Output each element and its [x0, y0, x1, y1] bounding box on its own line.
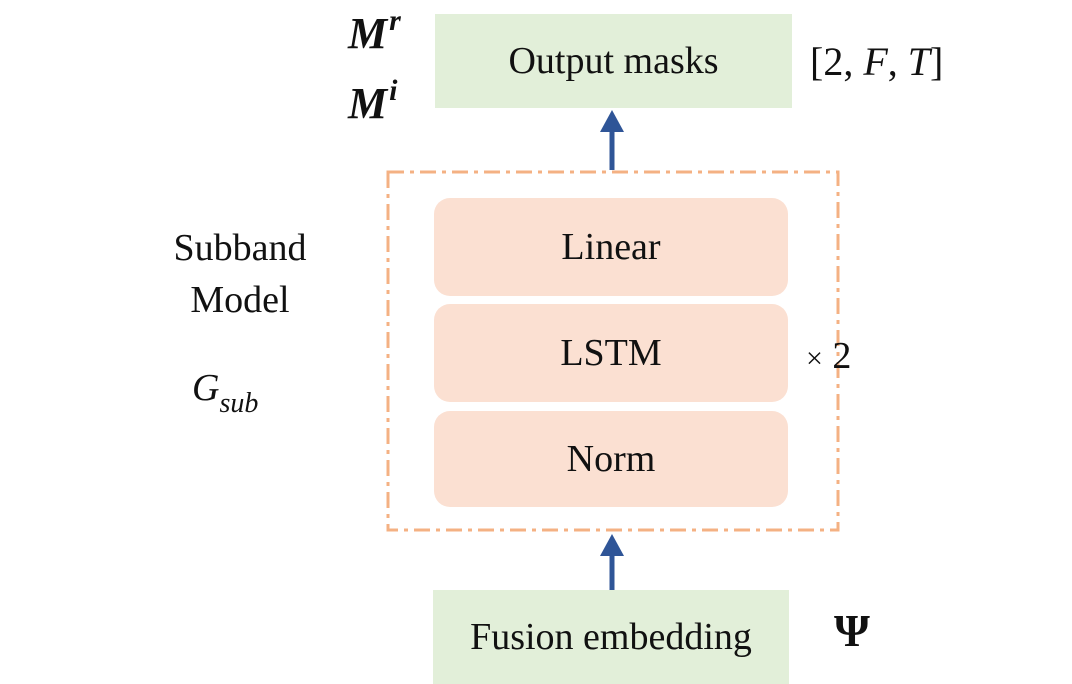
lstm-layer-box: LSTM	[434, 304, 788, 402]
lstm-layer-label: LSTM	[560, 332, 662, 374]
linear-layer-label: Linear	[561, 226, 661, 268]
arrow-up-to-subband	[600, 534, 624, 590]
arrow-up-to-output	[600, 110, 624, 170]
mask-imag-symbol: Mi	[348, 74, 398, 128]
mask-shape-label: [2, F, T]	[810, 39, 944, 84]
repeat-count-label: × 2	[806, 335, 852, 377]
fusion-embedding-box: Fusion embedding	[433, 590, 789, 684]
norm-layer-label: Norm	[566, 438, 656, 480]
linear-layer-box: Linear	[434, 198, 788, 296]
output-masks-label: Output masks	[508, 40, 719, 82]
embedding-symbol: Ψ	[834, 605, 870, 656]
subband-model-frame	[386, 170, 840, 532]
output-masks-box: Output masks	[435, 14, 792, 108]
fusion-embedding-label: Fusion embedding	[470, 616, 752, 658]
subband-model-title: Subband Model	[173, 227, 307, 321]
subband-model-symbol: Gsub	[192, 367, 259, 419]
norm-layer-box: Norm	[434, 411, 788, 507]
mask-real-symbol: Mr	[348, 4, 401, 58]
